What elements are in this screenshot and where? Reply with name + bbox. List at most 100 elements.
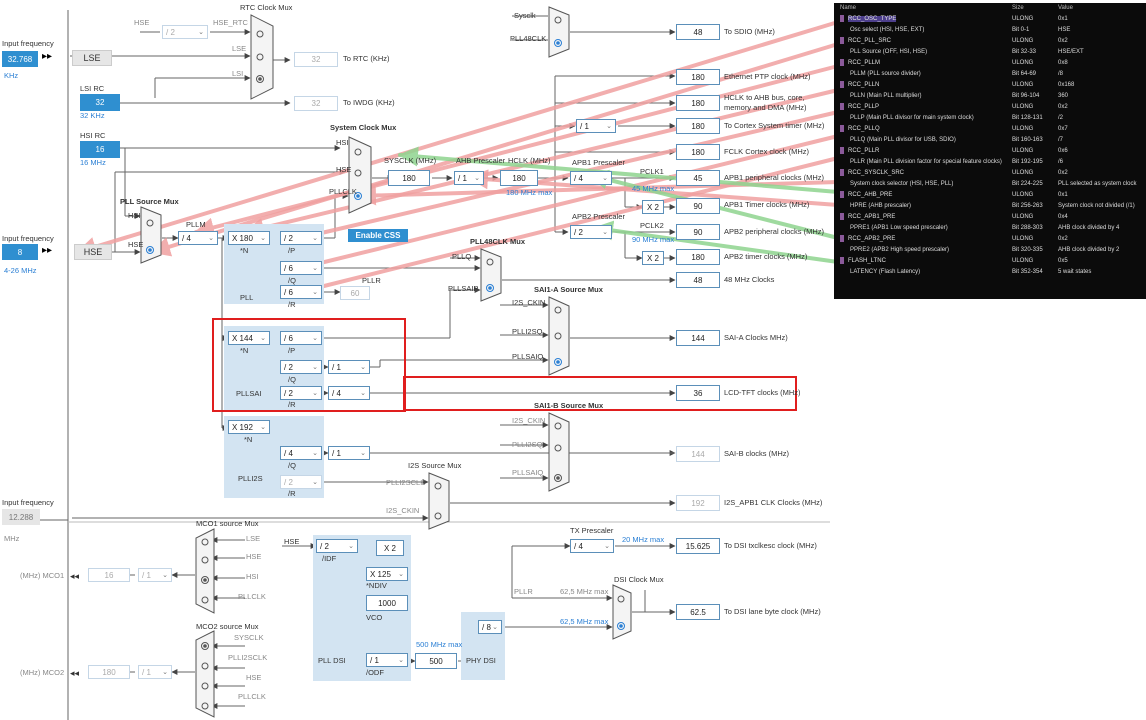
pllsai-q2-select[interactable]: / 1⌄ — [328, 360, 370, 374]
register-marker-icon — [840, 102, 844, 110]
pll-source-mux[interactable] — [140, 206, 162, 264]
fclk-value[interactable]: 180 — [676, 144, 720, 160]
rtc-hse-divider-select[interactable]: / 2⌄ — [162, 25, 208, 39]
rtc-clock-value[interactable]: 32 — [294, 52, 338, 67]
pllq-select[interactable]: / 6⌄ — [280, 261, 322, 275]
mco2-divider-select[interactable]: / 1⌄ — [138, 665, 172, 679]
apb2-timer-value[interactable]: 180 — [676, 249, 720, 265]
saib-value[interactable]: 144 — [676, 446, 720, 462]
sai1b-source-mux[interactable] — [548, 412, 570, 492]
mco2-source-mux[interactable] — [195, 630, 215, 718]
i2s-apb1-value[interactable]: 192 — [676, 495, 720, 511]
lcd-tft-value[interactable]: 36 — [676, 385, 720, 401]
apb2-periph-value[interactable]: 90 — [676, 224, 720, 240]
system-clock-mux[interactable] — [348, 136, 372, 214]
iwdg-clock-value[interactable]: 32 — [294, 96, 338, 111]
dsi-vco-value[interactable]: 1000 — [366, 595, 408, 611]
dsi-ndiv-select[interactable]: X 125⌄ — [366, 567, 408, 581]
register-field-row[interactable]: PLLQ (Main PLL divisor for USB, SDIO)Bit… — [834, 135, 1146, 146]
sys-mux-hsi-label: HSI — [336, 138, 349, 147]
dsi-idf-select[interactable]: / 2⌄ — [316, 539, 358, 553]
pllp-select[interactable]: / 2⌄ — [280, 231, 322, 245]
lse-frequency-input[interactable]: 32.768 — [2, 51, 38, 67]
register-name-text: RCC_SYSCLK_SRC — [848, 170, 905, 176]
hse-oscillator[interactable]: HSE — [74, 244, 112, 260]
pllsai-p-select[interactable]: / 6⌄ — [280, 331, 322, 345]
dsi-lane-value[interactable]: 62.5 — [676, 604, 720, 620]
mhz48-value[interactable]: 48 — [676, 272, 720, 288]
register-value: 0x1 — [1058, 192, 1068, 198]
dsi-odf-select[interactable]: / 1⌄ — [366, 653, 408, 667]
lse-oscillator[interactable]: LSE — [72, 50, 112, 66]
register-field-row[interactable]: PLLR (Main PLL division factor for speci… — [834, 157, 1146, 168]
hse-frequency-input[interactable]: 8 — [2, 244, 38, 260]
mco1-source-mux[interactable] — [195, 528, 215, 614]
cortex-timer-divider-select[interactable]: / 1⌄ — [576, 119, 616, 133]
apb1-timer-value[interactable]: 90 — [676, 198, 720, 214]
plli2s-n-select[interactable]: X 192⌄ — [228, 420, 270, 434]
hsi-title: HSI RC — [80, 131, 106, 140]
register-field-row[interactable]: PLLP (Main PLL divisor for main system c… — [834, 113, 1146, 124]
register-value: 0x2 — [1058, 104, 1068, 110]
hclk-value[interactable]: 180 — [500, 170, 538, 186]
mco1-divider-select[interactable]: / 1⌄ — [138, 568, 172, 582]
pll48clk-mux[interactable] — [480, 248, 502, 302]
dsi-esc-value[interactable]: 15.625 — [676, 538, 720, 554]
apb2-prescaler-select[interactable]: / 2⌄ — [570, 225, 612, 239]
i2s-source-mux[interactable] — [428, 472, 450, 530]
saia-value[interactable]: 144 — [676, 330, 720, 346]
sdio-clock-value[interactable]: 48 — [676, 24, 720, 40]
phy-dsi-divider-select[interactable]: / 8⌄ — [478, 620, 502, 634]
pllsai-r-select[interactable]: / 2⌄ — [280, 386, 322, 400]
rtc-clock-mux[interactable] — [250, 14, 274, 100]
pllsai-n-select[interactable]: X 144⌄ — [228, 331, 270, 345]
plli2s-q2-select[interactable]: / 1⌄ — [328, 446, 370, 460]
plln-select[interactable]: X 180⌄ — [228, 231, 270, 245]
register-field-row[interactable]: PPRE2 (APB2 High speed prescaler)Bit 320… — [834, 245, 1146, 256]
pllm-select[interactable]: / 4⌄ — [178, 231, 218, 245]
pllsai-r2-select[interactable]: / 4⌄ — [328, 386, 370, 400]
apb1-periph-value[interactable]: 45 — [676, 170, 720, 186]
sdio-clock-mux[interactable] — [548, 6, 570, 58]
plli2s-q-select[interactable]: / 4⌄ — [280, 446, 322, 460]
ahb-prescaler-select[interactable]: / 1⌄ — [454, 171, 484, 185]
apb1-prescaler-select[interactable]: / 4⌄ — [570, 171, 612, 185]
enable-css-button[interactable]: Enable CSS — [348, 229, 408, 242]
mco2-value[interactable]: 180 — [88, 665, 130, 679]
cortex-timer-value[interactable]: 180 — [676, 118, 720, 134]
plli2s-r-select[interactable]: / 2⌄ — [280, 475, 322, 489]
i2s-ext-frequency-input[interactable]: 12.288 — [2, 509, 40, 525]
sai1a-source-mux[interactable] — [548, 296, 570, 376]
eth-ptp-value[interactable]: 180 — [676, 69, 720, 85]
register-field-row[interactable]: PPRE1 (APB1 Low speed prescaler)Bit 288-… — [834, 223, 1146, 234]
mco1-value[interactable]: 16 — [88, 568, 130, 582]
dsi-out-value[interactable]: 500 — [415, 653, 457, 669]
tx-prescaler-select[interactable]: / 4⌄ — [570, 539, 614, 553]
dsi-clock-mux[interactable] — [612, 584, 632, 640]
sysclk-value[interactable]: 180 — [388, 170, 430, 186]
hclk-ahb-value[interactable]: 180 — [676, 95, 720, 111]
register-field-row[interactable]: PLLM (PLL source divider)Bit 64-69/8 — [834, 69, 1146, 80]
pllr-value[interactable]: 60 — [340, 286, 370, 300]
pllsai-q-select[interactable]: / 2⌄ — [280, 360, 322, 374]
select-value: / 2 — [284, 477, 293, 487]
pllr-select[interactable]: / 6⌄ — [280, 285, 322, 299]
register-field-row[interactable]: System clock selector (HSI, HSE, PLL)Bit… — [834, 179, 1146, 190]
